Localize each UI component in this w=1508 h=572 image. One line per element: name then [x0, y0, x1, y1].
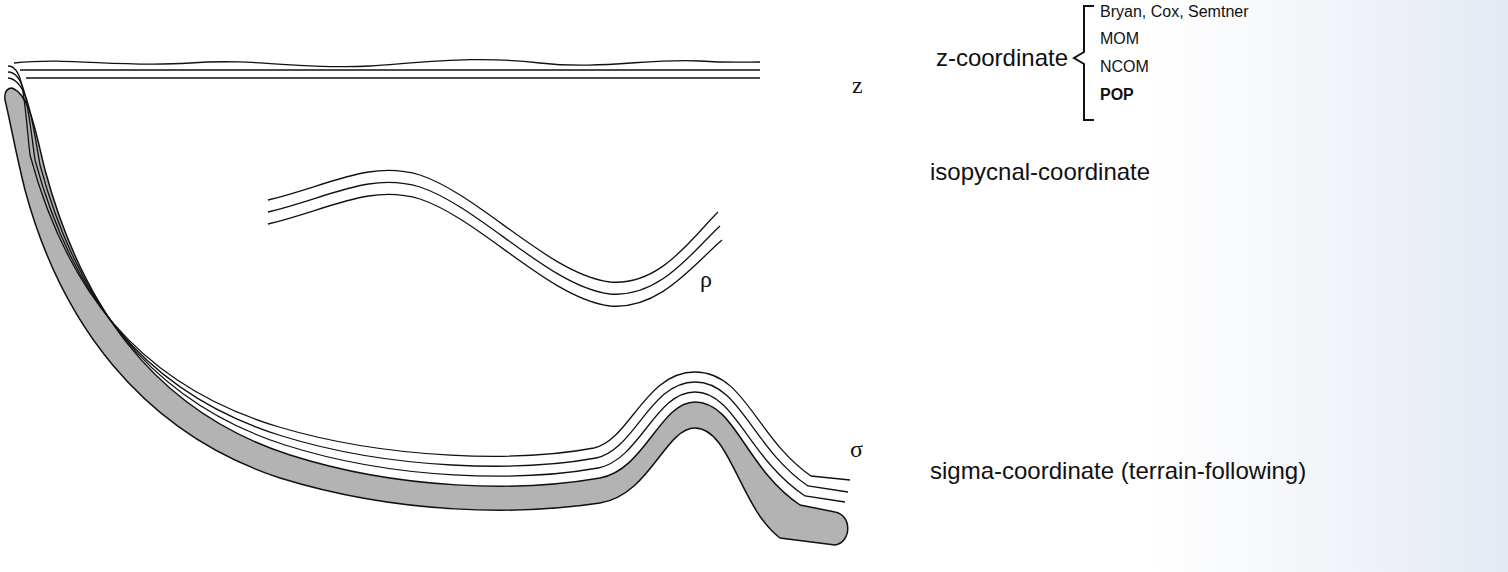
background-panel [1150, 0, 1508, 572]
model-name: Bryan, Cox, Semtner [1100, 3, 1249, 21]
coordinate-name: isopycnal-coordinate [930, 158, 1150, 186]
model-name: NCOM [1100, 58, 1149, 76]
sigma-lines [8, 66, 850, 502]
axis-symbol: σ [850, 436, 863, 463]
model-name: POP [1100, 86, 1134, 104]
ocean-floor [5, 88, 848, 545]
model-name: MOM [1100, 30, 1139, 48]
z-lines [14, 60, 760, 78]
bracket [1074, 6, 1094, 120]
axis-symbol: ρ [700, 266, 712, 293]
coordinate-name: sigma-coordinate (terrain-following) [930, 446, 1310, 496]
coordinate-name: z-coordinate [936, 44, 1068, 72]
axis-symbol: z [852, 72, 863, 99]
isopycnal-lines [268, 170, 722, 306]
